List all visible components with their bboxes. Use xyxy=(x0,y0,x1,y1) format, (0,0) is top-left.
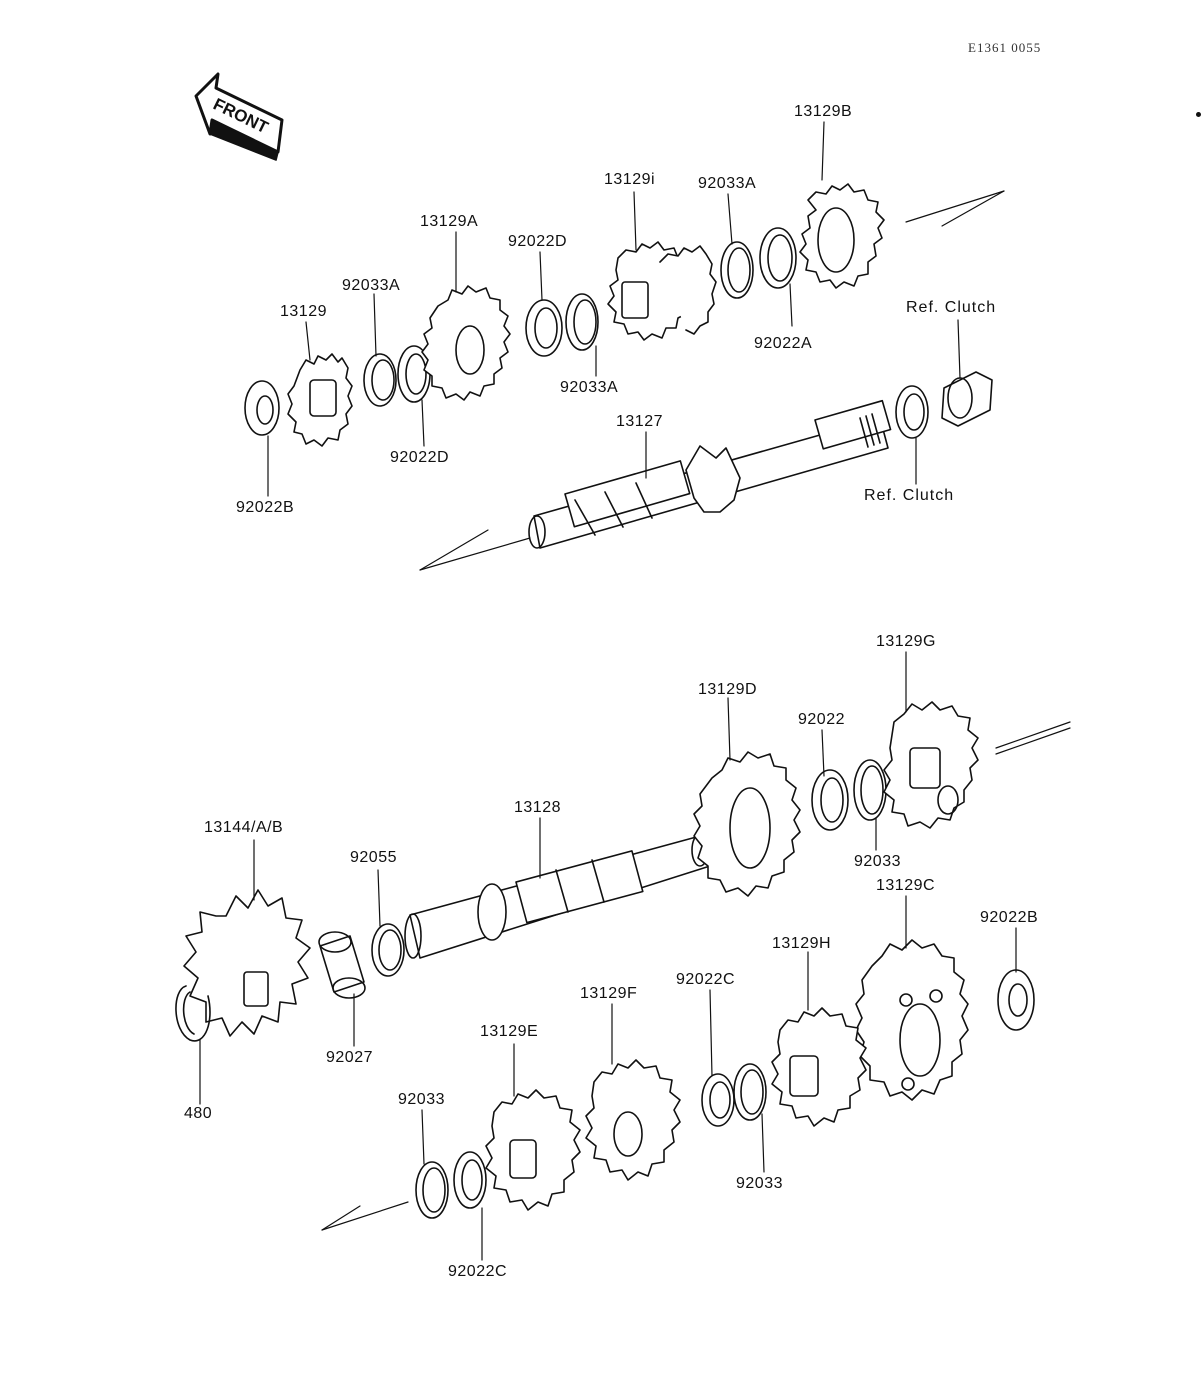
label-92033A-top: 92033A xyxy=(698,175,757,192)
washer-92022D-top xyxy=(525,299,563,357)
gear-13129C xyxy=(855,939,969,1101)
leader-lines xyxy=(199,121,1017,1261)
lower-axis-lines xyxy=(321,721,1071,1231)
label-92022D-low: 92022D xyxy=(390,449,450,466)
label-13129B: 13129B xyxy=(794,103,853,120)
label-92022D-top: 92022D xyxy=(508,233,568,250)
shaft-13127 xyxy=(528,399,892,549)
circlip-480 xyxy=(175,985,211,1042)
gear-13129i xyxy=(607,241,717,341)
washer-92022B-lower xyxy=(997,969,1035,1031)
gear-13129H xyxy=(771,1007,867,1127)
label-13129A: 13129A xyxy=(420,213,479,230)
label-92033-right: 92033 xyxy=(854,853,901,870)
circlip-92033-left xyxy=(415,1161,449,1219)
label-92033-left: 92033 xyxy=(398,1091,445,1108)
label-13129D: 13129D xyxy=(698,681,758,698)
label-13127: 13127 xyxy=(616,413,663,430)
circlip-92033A-top xyxy=(720,241,754,299)
label-13144: 13144/A/B xyxy=(204,819,284,836)
label-13129E: 13129E xyxy=(480,1023,539,1040)
sprocket-13144 xyxy=(183,889,311,1037)
label-92055: 92055 xyxy=(350,849,397,866)
washer-92022C-mid xyxy=(701,1073,735,1127)
front-arrow-icon: FRONT xyxy=(194,72,284,161)
diagram-id: E1361 0055 xyxy=(968,40,1042,55)
label-13129C: 13129C xyxy=(876,877,936,894)
circlip-92033-mid xyxy=(733,1063,767,1121)
circlip-92033A-mid xyxy=(565,293,599,351)
label-92027: 92027 xyxy=(326,1049,373,1066)
circlip-92033A-left xyxy=(363,353,397,407)
label-ref-clutch-top: Ref. Clutch xyxy=(906,299,997,316)
gear-13129 xyxy=(287,353,353,447)
label-92033A-left: 92033A xyxy=(342,277,401,294)
label-13129G: 13129G xyxy=(876,633,936,650)
washer-92022B-upper xyxy=(244,380,280,436)
washer-92022A xyxy=(759,227,797,289)
gear-13129B xyxy=(799,183,885,289)
gear-13129G xyxy=(883,701,979,829)
washer-ref-clutch xyxy=(895,385,929,439)
gear-13129E xyxy=(485,1089,581,1211)
label-13129: 13129 xyxy=(280,303,327,320)
upper-axis-lines xyxy=(419,190,1005,571)
gear-13129A xyxy=(421,285,511,401)
label-92022B-right: 92022B xyxy=(980,909,1039,926)
stray-dot xyxy=(1196,112,1201,117)
circlip-92033-right xyxy=(853,759,887,821)
label-92022: 92022 xyxy=(798,711,845,728)
ring-92055 xyxy=(371,923,405,977)
label-92022A: 92022A xyxy=(754,335,813,352)
label-92022C-mid: 92022C xyxy=(676,971,736,988)
shaft-13128 xyxy=(404,833,711,959)
label-ref-clutch-low: Ref. Clutch xyxy=(864,487,955,504)
bushing-92027 xyxy=(318,931,366,999)
label-13129H: 13129H xyxy=(772,935,832,952)
label-92033-mid: 92033 xyxy=(736,1175,783,1192)
gear-13129D xyxy=(693,751,801,897)
label-13129i: 13129i xyxy=(604,171,656,188)
washer-92022 xyxy=(811,769,849,831)
label-480: 480 xyxy=(184,1105,213,1122)
washer-92022C-low xyxy=(453,1151,487,1209)
label-92022C-low: 92022C xyxy=(448,1263,508,1280)
gear-13129F xyxy=(585,1059,681,1181)
label-13128: 13128 xyxy=(514,799,561,816)
nut-ref-clutch xyxy=(941,371,993,427)
label-13129F: 13129F xyxy=(580,985,638,1002)
label-92033A-mid: 92033A xyxy=(560,379,619,396)
label-92022B-top: 92022B xyxy=(236,499,295,516)
